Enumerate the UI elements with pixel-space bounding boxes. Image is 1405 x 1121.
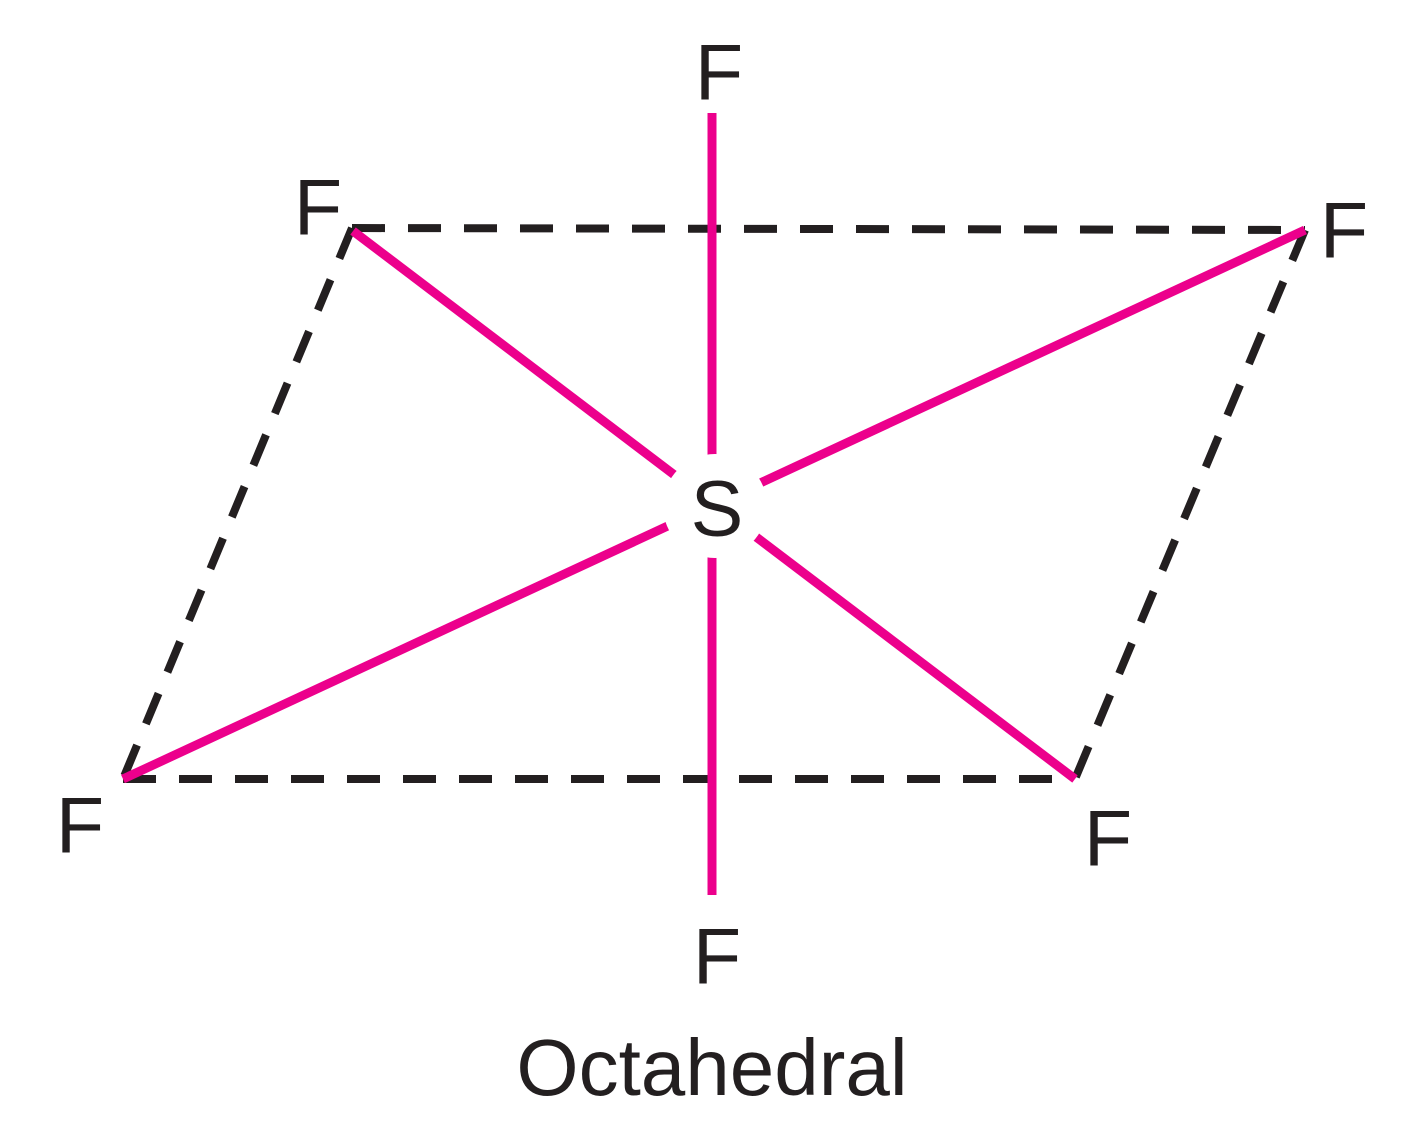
atom-label-f-top-right: F xyxy=(1319,185,1369,275)
atom-label-f-bottom-right: F xyxy=(1083,793,1133,883)
atom-label-f-bottom-left: F xyxy=(55,780,105,870)
atom-label-f-axial-bottom: F xyxy=(692,911,742,1001)
atom-label-f-top-left: F xyxy=(293,162,343,252)
figure-caption: Octahedral xyxy=(516,1023,908,1112)
atom-label-f-axial-top: F xyxy=(694,27,744,117)
dashed-plane-right-edge xyxy=(1071,228,1309,781)
dashed-plane-left-edge xyxy=(119,226,356,781)
dashed-plane-top-edge xyxy=(351,224,1306,234)
central-atom-backdrop xyxy=(663,454,767,558)
atom-label-s-central: S xyxy=(690,463,744,553)
